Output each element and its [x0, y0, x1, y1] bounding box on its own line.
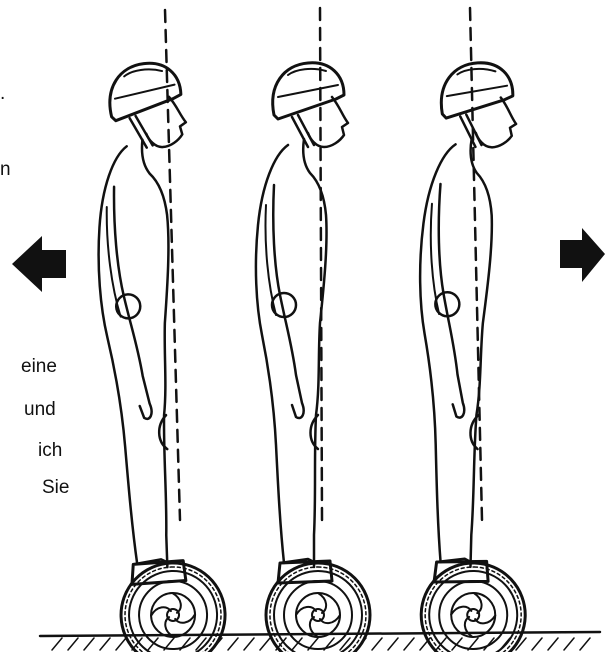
text-fragment: .	[0, 84, 5, 103]
rider-leaning-forward	[92, 61, 227, 652]
left-arrow-icon	[12, 236, 66, 292]
text-fragment: und	[24, 400, 56, 419]
text-fragment: eine	[21, 357, 57, 376]
reference-line-center	[320, 8, 322, 520]
right-arrow-icon	[560, 228, 605, 282]
text-fragment: n	[0, 160, 11, 179]
text-fragment: Sie	[42, 478, 69, 497]
text-fragment: ich	[38, 441, 62, 460]
rider-leaning-back	[410, 61, 540, 652]
rider-upright	[256, 63, 370, 652]
